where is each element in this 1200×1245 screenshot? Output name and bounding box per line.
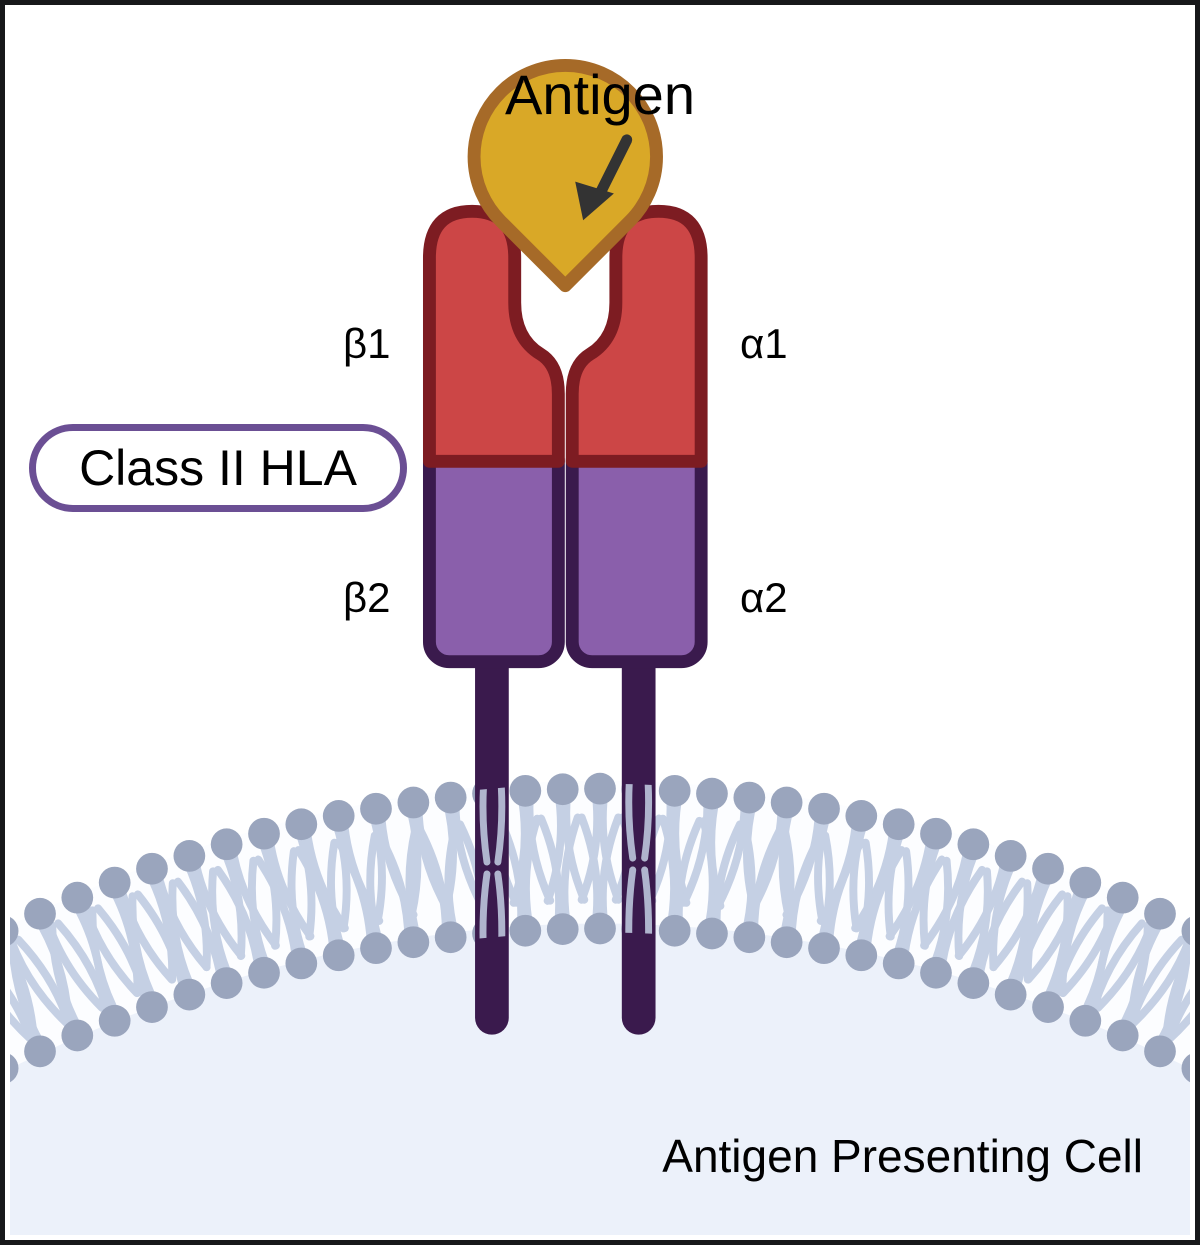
lipid-head xyxy=(397,926,430,959)
lipid-head xyxy=(1106,881,1139,914)
lipid-head xyxy=(696,777,728,810)
lipid-head xyxy=(9,916,19,946)
lipid-head xyxy=(994,840,1027,872)
cytoplasm-fill xyxy=(9,906,1191,1236)
lipid-head xyxy=(696,917,728,950)
phospholipid-bilayer xyxy=(9,772,1191,1083)
lipid-head xyxy=(1144,1035,1176,1068)
lipid-head xyxy=(584,772,616,805)
lipid-head xyxy=(1032,991,1064,1023)
domain-label-beta1: β1 xyxy=(343,320,391,367)
lipid-head xyxy=(1069,866,1102,899)
domain-label-alpha1: α1 xyxy=(740,320,788,367)
lipid-head xyxy=(98,1004,131,1037)
lipid-head xyxy=(994,978,1027,1011)
domain-label-alpha2: α2 xyxy=(740,574,788,621)
lipid-tail xyxy=(9,1063,12,1069)
lipid-tail xyxy=(9,1011,36,1045)
lipid-tail xyxy=(1164,1011,1191,1045)
lipid-head xyxy=(210,967,243,999)
lipid-head xyxy=(546,913,579,945)
class-ii-hla-badge: Class II HLA xyxy=(29,424,407,512)
lipid-head xyxy=(360,792,392,825)
domain-alpha1 xyxy=(565,204,708,468)
lipid-head xyxy=(434,781,467,814)
lipid-head xyxy=(845,800,878,832)
lipid-head xyxy=(584,912,616,945)
lipid-head xyxy=(882,947,915,980)
lipid-head xyxy=(733,781,766,814)
arrow-shaft xyxy=(592,134,633,203)
lipid-head xyxy=(397,786,430,819)
lipid-head xyxy=(360,932,392,965)
antigen-shape xyxy=(467,59,663,293)
lipid-head xyxy=(1106,1019,1139,1052)
lipid-head xyxy=(1069,1004,1102,1037)
lipid-head xyxy=(509,914,542,947)
lipid-head xyxy=(957,967,990,999)
lipid-head xyxy=(24,897,56,930)
antigen-pointer-arrow xyxy=(575,134,633,221)
lipid-head xyxy=(248,956,280,989)
domain-label-beta2: β2 xyxy=(343,574,391,621)
antigen-presenting-cell-label: Antigen Presenting Cell xyxy=(662,1130,1143,1182)
lipid-head xyxy=(136,991,168,1023)
lipid-head xyxy=(173,978,206,1011)
lipid-head xyxy=(733,921,766,954)
lipid-head xyxy=(770,786,803,819)
lipid-head xyxy=(285,808,318,841)
lipid-head xyxy=(248,817,280,850)
lipid-head xyxy=(1144,897,1176,930)
class-ii-hla-badge-label: Class II HLA xyxy=(79,440,357,496)
lipid-head xyxy=(509,774,542,807)
lipid-head xyxy=(173,840,206,872)
lipid-head xyxy=(210,828,243,861)
diagram-scene xyxy=(9,59,1191,1236)
mhc-lower-domains xyxy=(422,435,708,669)
antigen-peptide xyxy=(467,59,663,293)
arrow-head xyxy=(575,181,614,221)
lipid-head xyxy=(434,921,467,954)
lipid-head xyxy=(845,939,878,972)
domain-beta1 xyxy=(422,204,565,468)
antigen-label: Antigen xyxy=(505,63,695,126)
lipid-head xyxy=(24,1035,56,1068)
lipid-head xyxy=(920,956,952,989)
domain-beta2 xyxy=(422,435,565,669)
lipid-head xyxy=(1181,1054,1191,1083)
lipid-head xyxy=(658,914,691,947)
lipid-head xyxy=(61,1019,94,1052)
lipid-head xyxy=(9,1054,19,1083)
lipid-head xyxy=(658,774,691,807)
lipid-head xyxy=(957,828,990,861)
domain-alpha2 xyxy=(565,435,708,669)
lipid-head xyxy=(285,947,318,980)
lipid-head xyxy=(61,881,94,914)
lipid-head xyxy=(920,817,952,850)
lipid-head xyxy=(770,926,803,959)
lipid-head xyxy=(808,792,840,825)
lipid-head xyxy=(98,866,131,899)
transmembrane-stem-alpha xyxy=(621,639,656,1035)
mhc-upper-domains xyxy=(422,204,708,468)
lipid-head xyxy=(882,808,915,841)
lipid-heads-inner-leaflet xyxy=(9,912,1191,1083)
lipid-head xyxy=(1032,852,1064,885)
lipid-head xyxy=(1181,916,1191,946)
lipid-head xyxy=(322,800,355,832)
lipid-tail xyxy=(1188,1063,1191,1069)
lipid-head xyxy=(546,773,579,806)
lipid-head xyxy=(322,939,355,972)
lipid-head xyxy=(136,852,168,885)
lipid-head xyxy=(808,932,840,965)
